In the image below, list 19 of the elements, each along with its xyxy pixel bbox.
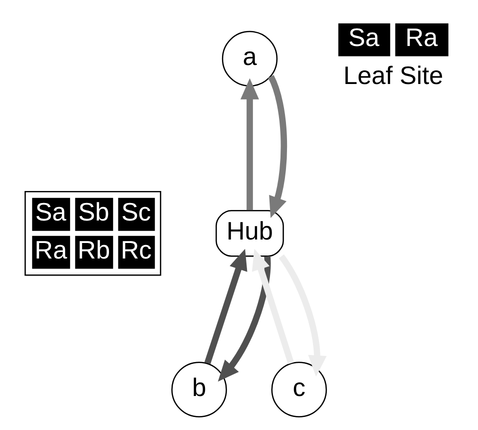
node-label: Ra xyxy=(405,24,438,52)
node-label: Ra xyxy=(34,236,68,265)
node-circle: a xyxy=(222,30,278,87)
arrow xyxy=(240,78,260,210)
arrow xyxy=(218,256,271,382)
arrow xyxy=(252,248,294,364)
arrow xyxy=(204,248,248,364)
arrow xyxy=(268,75,288,218)
node-circle: c xyxy=(271,362,327,418)
node-label: Sa xyxy=(348,24,380,52)
node-circle: b xyxy=(171,362,227,418)
node-box: Hub xyxy=(216,210,284,257)
node-label: Sa xyxy=(35,198,66,227)
node-label: Rb xyxy=(78,236,110,265)
node-label: Sb xyxy=(78,198,110,227)
node-label: Leaf Site xyxy=(343,62,444,90)
node-label: Rc xyxy=(120,236,152,265)
arrow xyxy=(278,254,327,377)
node-label: Sc xyxy=(121,198,151,227)
